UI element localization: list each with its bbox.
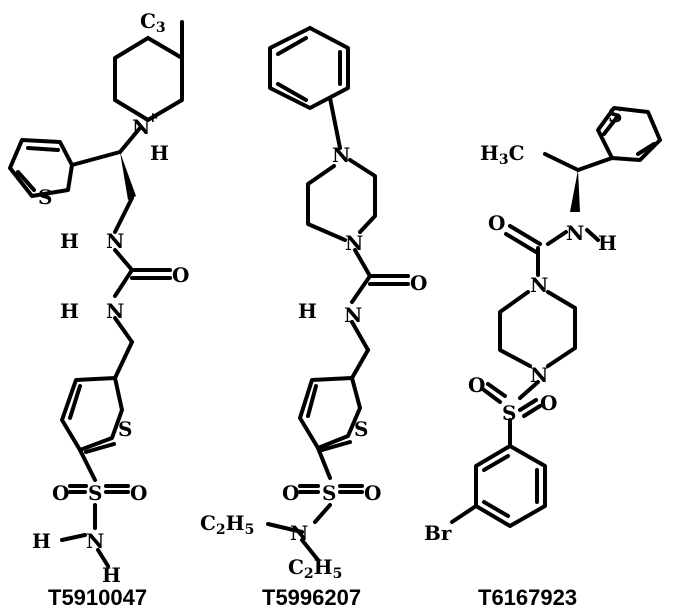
n-label: N [106, 229, 124, 253]
h-label: H [598, 231, 617, 255]
n-label: N [106, 299, 124, 323]
compound-3-structure [450, 106, 662, 528]
compound-1-structure [8, 20, 184, 568]
compound-1-id: T5910047 [48, 585, 147, 610]
o-label: O [130, 481, 147, 505]
h-label: H [60, 229, 79, 253]
o-label: O [52, 481, 69, 505]
o-label: O [364, 481, 381, 505]
h-label: H [150, 141, 169, 165]
n-label: N [290, 521, 308, 545]
o-label: O [410, 271, 427, 295]
c2h5-label: C2H5 [200, 511, 254, 538]
s-label: S [354, 417, 368, 441]
s-label: S [322, 481, 336, 505]
o-label: O [540, 391, 557, 415]
ch3-label: C3 [140, 9, 166, 36]
s-label: S [502, 401, 516, 425]
o-label: O [282, 481, 299, 505]
c2h5-label: C2H5 [288, 555, 342, 582]
h-label: H [102, 563, 121, 587]
s-label: S [608, 103, 622, 127]
o-label: O [468, 373, 485, 397]
o-label: O [488, 211, 505, 235]
s-label: S [38, 185, 52, 209]
compound-2-id: T5996207 [262, 585, 361, 610]
h-label: H [32, 529, 51, 553]
n-label: N [86, 529, 104, 553]
o-label: O [172, 263, 189, 287]
h-label: H [60, 299, 79, 323]
n-label: N [530, 273, 548, 297]
n-label: N [344, 303, 362, 327]
n-label: N [530, 363, 548, 387]
n-label: N [345, 231, 363, 255]
s-label: S [88, 481, 102, 505]
s-label: S [118, 417, 132, 441]
compound-2-structure [266, 26, 410, 562]
n-label: N [566, 221, 584, 245]
n-plus-label: N [132, 115, 150, 139]
n-label: N [332, 143, 350, 167]
h-label: H [298, 299, 317, 323]
compound-3-id: T6167923 [478, 585, 577, 610]
br-label: Br [424, 521, 452, 545]
h3c-label: H3C [480, 141, 525, 168]
plus-charge: + [147, 110, 159, 126]
